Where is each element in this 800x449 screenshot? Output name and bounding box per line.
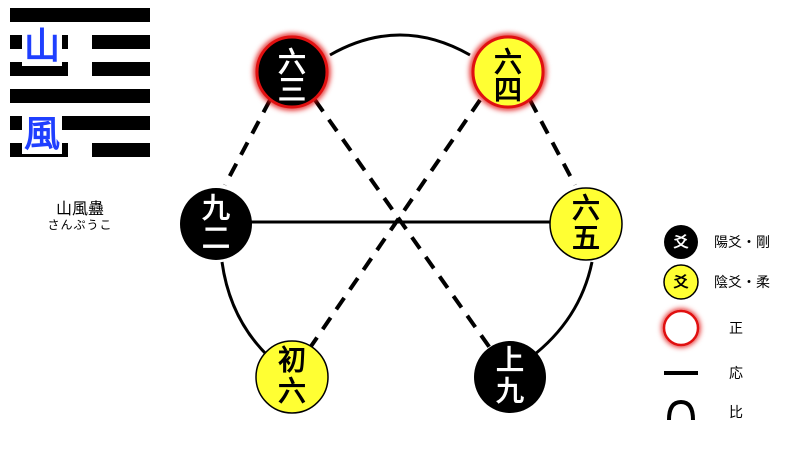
legend-yang-badge: 爻 xyxy=(672,233,689,251)
node-kyuuji-char-1: 九 xyxy=(202,192,230,225)
node-kyuuji-char-2: 二 xyxy=(202,222,230,255)
node-rokushi: 六 四 xyxy=(470,34,546,110)
node-shoroku-char-2: 六 xyxy=(278,375,306,408)
node-rokusan-char-2: 三 xyxy=(278,74,306,107)
dashed-link-63-92 xyxy=(223,99,272,186)
node-rokushi-char-2: 四 xyxy=(494,74,522,107)
dashed-link-64-65 xyxy=(528,99,577,186)
adjacent-arc-top xyxy=(329,33,471,57)
node-shoroku-char-1: 初 xyxy=(278,344,306,377)
legend-correspond: 応 xyxy=(664,366,743,382)
node-rokushi-char-1: 六 xyxy=(494,46,522,79)
node-rokusan: 六 三 xyxy=(254,34,330,110)
legend-adjacent-label: 比 xyxy=(729,405,743,421)
legend-correct-label: 正 xyxy=(729,321,743,337)
legend-yang: 爻 陽爻・剛 xyxy=(664,225,770,259)
legend-yang-label: 陽爻・剛 xyxy=(714,235,770,251)
hexagram-reading: さんぷうこ xyxy=(47,218,113,232)
node-joukyuu-char-1: 上 xyxy=(496,344,524,377)
hexagram-name: 山風蠱 xyxy=(55,199,104,218)
legend-correct: 正 xyxy=(662,309,743,347)
dashed-link-63-top9 xyxy=(313,98,497,357)
adjacent-arc-right xyxy=(529,261,594,360)
legend-yin: 爻 陰爻・柔 xyxy=(663,264,770,300)
legend-yin-badge: 爻 xyxy=(672,273,689,291)
adjacent-arc-left xyxy=(220,261,272,360)
legend-adjacent: 比 xyxy=(667,399,743,421)
dashed-link-64-first6 xyxy=(303,98,482,357)
legend-correspond-label: 応 xyxy=(729,366,743,382)
node-rokugo-char-2: 五 xyxy=(572,222,600,255)
node-rokugo-char-1: 六 xyxy=(572,192,600,225)
node-kyuuji: 九 二 xyxy=(180,188,252,260)
legend: 爻 陽爻・剛 爻 陰爻・柔 正 応 比 xyxy=(662,225,770,421)
hexagram-line-1 xyxy=(10,8,150,22)
node-joukyuu-char-2: 九 xyxy=(496,375,524,408)
hexagram-line-4 xyxy=(10,89,150,103)
legend-yin-label: 陰爻・柔 xyxy=(714,275,770,291)
node-joukyuu: 上 九 xyxy=(474,341,546,413)
hexagram-upper-trigram-char: 山 xyxy=(22,25,63,67)
node-rokusan-char-1: 六 xyxy=(278,46,306,79)
node-shoroku: 初 六 xyxy=(255,340,329,414)
node-rokugo: 六 五 xyxy=(549,187,623,261)
hexagram-lower-trigram-char: 風 xyxy=(22,113,63,155)
